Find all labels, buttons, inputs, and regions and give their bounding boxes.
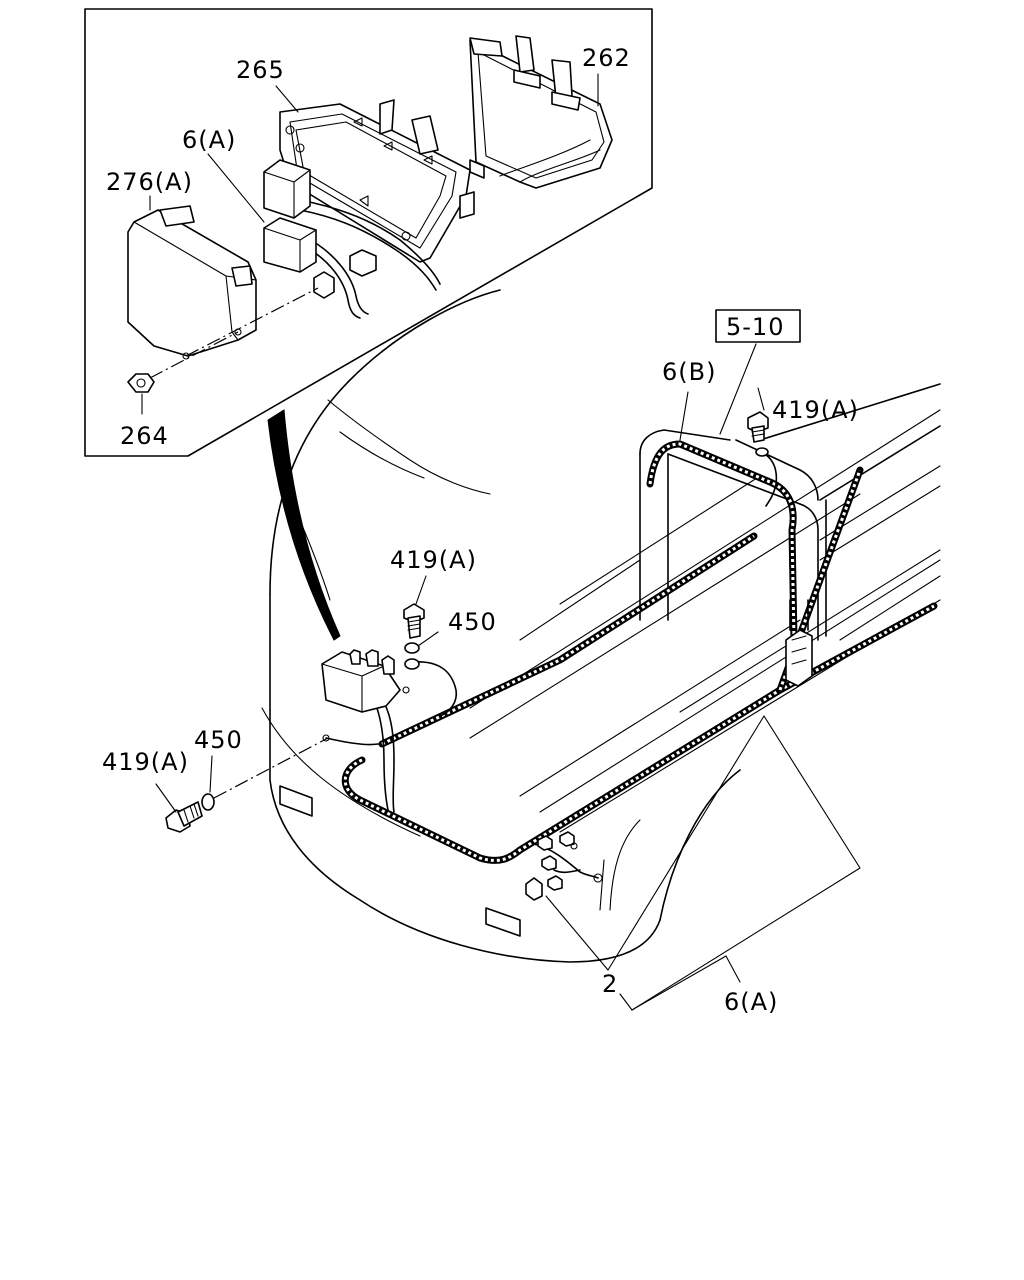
callout-264: 264 bbox=[120, 422, 169, 450]
inset-frame bbox=[84, 8, 653, 457]
washer-450-left bbox=[201, 793, 215, 811]
detail-inset bbox=[84, 8, 653, 457]
ref-box-5-10 bbox=[715, 309, 801, 343]
box-276a bbox=[127, 205, 257, 360]
callout-419a-right: 419(A) bbox=[772, 396, 859, 424]
nut-264 bbox=[127, 373, 155, 393]
relay-box bbox=[321, 649, 410, 713]
callout-6a-inset: 6(A) bbox=[182, 126, 236, 154]
vehicle-cab bbox=[261, 289, 941, 963]
callout-2: 2 bbox=[602, 970, 618, 998]
bolt-419a-mid bbox=[403, 603, 425, 639]
washer-450-mid bbox=[404, 642, 420, 654]
callout-6b: 6(B) bbox=[662, 358, 716, 386]
callout-276a: 276(A) bbox=[106, 168, 193, 196]
callout-5-10: 5-10 bbox=[726, 313, 784, 341]
cover-262 bbox=[469, 35, 613, 189]
callout-450-mid: 450 bbox=[448, 608, 497, 636]
washer-right bbox=[755, 447, 769, 457]
callout-419a-mid: 419(A) bbox=[390, 546, 477, 574]
detail-indicator-arrow bbox=[267, 409, 341, 641]
callout-262: 262 bbox=[582, 44, 631, 72]
washer-mid-2 bbox=[404, 658, 420, 670]
callout-450-left: 450 bbox=[194, 726, 243, 754]
connector-2-group bbox=[525, 831, 603, 901]
callout-419a-left: 419(A) bbox=[102, 748, 189, 776]
callout-6a-bottom: 6(A) bbox=[724, 988, 778, 1016]
bolt-419a-right bbox=[747, 411, 769, 443]
connector-cluster-rear bbox=[785, 599, 813, 687]
harness-6b bbox=[646, 440, 798, 644]
bolt-419a-left bbox=[165, 801, 203, 833]
callout-265: 265 bbox=[236, 56, 285, 84]
fuse-box-265 bbox=[279, 99, 475, 319]
connector-6a-inset bbox=[263, 159, 377, 299]
